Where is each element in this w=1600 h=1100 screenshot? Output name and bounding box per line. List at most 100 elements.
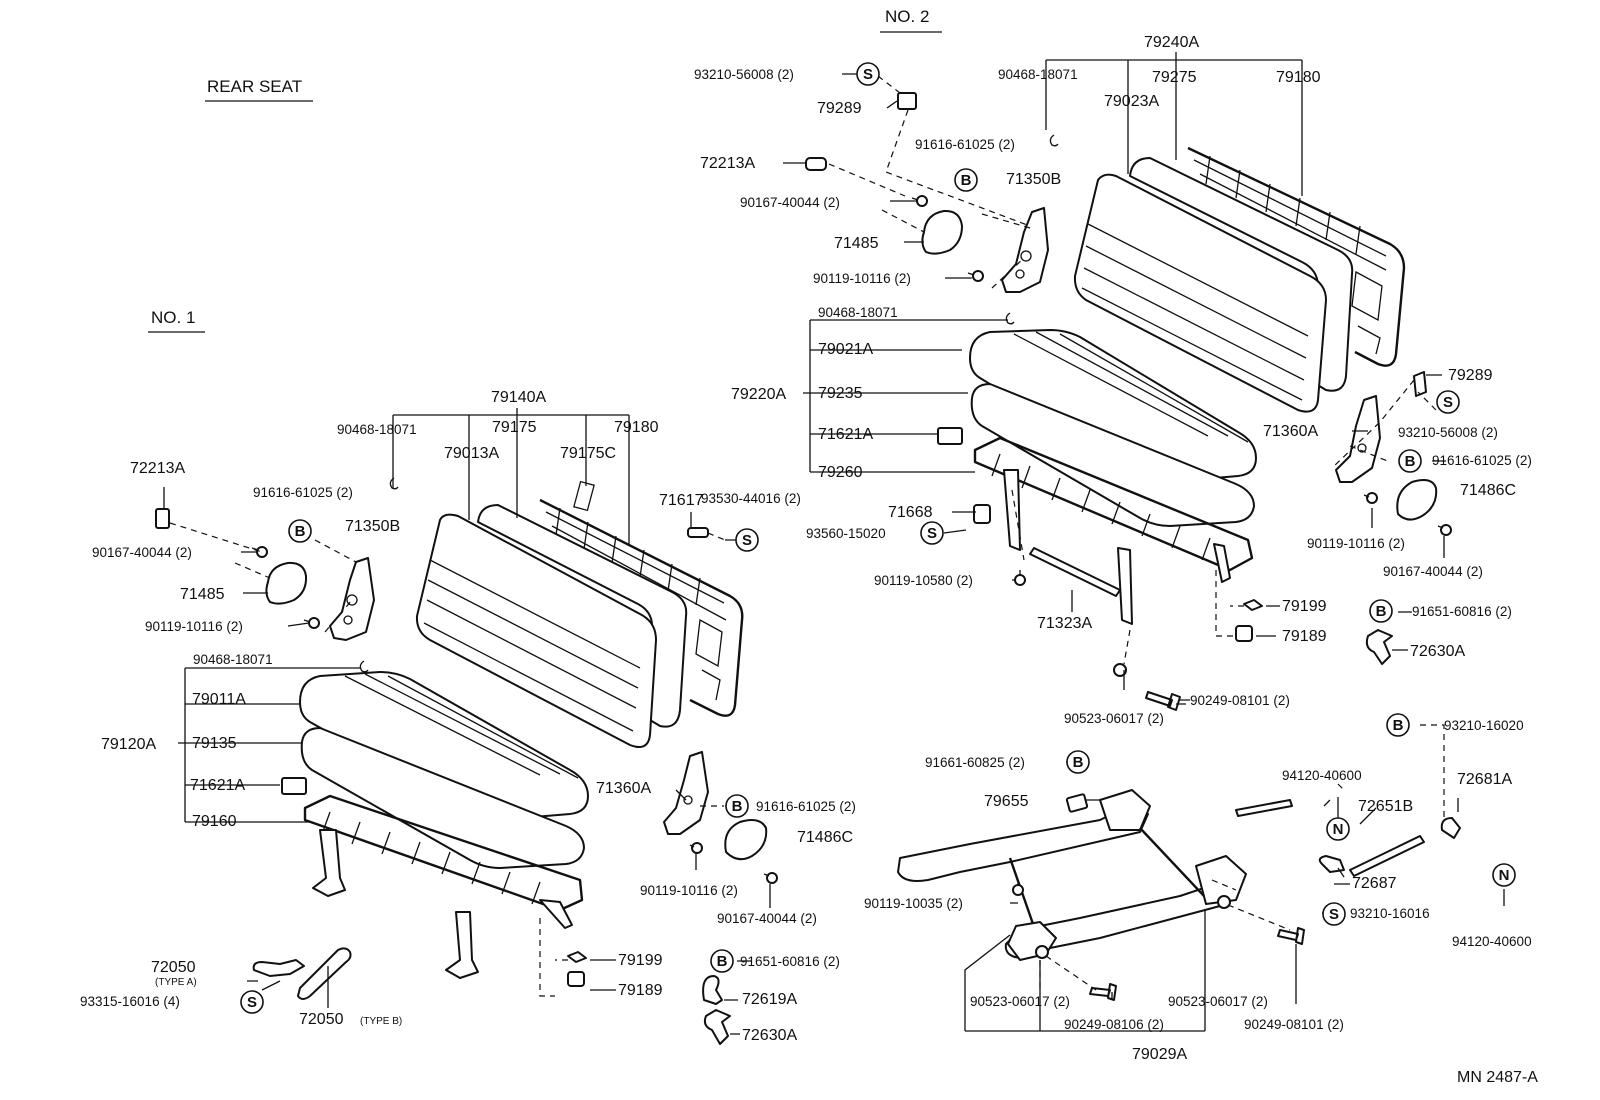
label-90119-10116: 90119-10116 (2): [1307, 536, 1405, 551]
label-79135: 79135: [192, 735, 237, 752]
label-94120-40600: 94120-40600: [1282, 768, 1362, 783]
bubble-letter: B: [1073, 754, 1084, 771]
label-71350b: 71350B: [1006, 171, 1061, 188]
label-90249-08106: 90249-08106 (2): [1064, 1017, 1164, 1032]
label-79013a: 79013A: [444, 445, 499, 462]
bubble-letter: B: [1405, 453, 1416, 470]
label-79011a: 79011A: [192, 691, 246, 708]
label-90167-40044: 90167-40044 (2): [717, 911, 817, 926]
no2-bracket-79289-right: [1413, 371, 1427, 397]
label-79220a: 79220A: [731, 386, 786, 403]
no2-bumper-79189: [1235, 625, 1253, 642]
label-72050: 72050: [151, 959, 196, 976]
no2-hinge-hole: [1015, 269, 1025, 279]
label-90119-10116: 90119-10116 (2): [640, 883, 738, 898]
clip-icon: [359, 660, 369, 673]
no1-hinge-cover-71486c: [724, 819, 768, 861]
bubble-n: N: [1326, 817, 1350, 841]
label-79175: 79175: [492, 419, 537, 436]
label-91616-61025: 91616-61025 (2): [1432, 453, 1532, 468]
label-90523-06017: 90523-06017 (2): [970, 994, 1070, 1009]
label-90468-18071: 90468-18071: [193, 652, 273, 667]
bubble-b: B: [954, 168, 978, 192]
bubble-s: S: [1436, 390, 1460, 414]
no1-hinge-hole: [346, 594, 358, 606]
bubble-b: B: [288, 519, 312, 543]
label-90249-08101: 90249-08101 (2): [1190, 693, 1290, 708]
no1-hook-72630a: [703, 1009, 731, 1045]
bubble-letter: B: [717, 953, 728, 970]
no1-hinge-hole: [683, 795, 693, 805]
label-72651b: 72651B: [1358, 798, 1413, 815]
label-79260: 79260: [818, 464, 863, 481]
bubble-letter: S: [742, 532, 752, 549]
no2-hinge-cover-71486c: [1396, 479, 1438, 521]
no2-rod-71323a: [1029, 547, 1121, 597]
no2-hinge-cover-71485: [921, 209, 963, 255]
no1-pad-71621a: [281, 777, 307, 795]
label-90119-10116: 90119-10116 (2): [813, 271, 911, 286]
bubble-b: B: [725, 794, 749, 818]
label-90523-06017: 90523-06017 (2): [1064, 711, 1164, 726]
label-72630a: 72630A: [1410, 643, 1465, 660]
label-91616-61025: 91616-61025 (2): [756, 799, 856, 814]
label-79160: 79160: [192, 813, 237, 830]
label-93210-56008: 93210-56008 (2): [694, 67, 794, 82]
label-71360a: 71360A: [596, 780, 651, 797]
no1-back-cushion: [415, 513, 657, 748]
no1-back-frame: [539, 480, 744, 717]
no1-plate-type-a: [252, 959, 305, 977]
bubble-b: B: [710, 949, 734, 973]
no1-seat-pad: [300, 727, 585, 869]
no2-seat-pad: [970, 383, 1255, 527]
label-93560-15020: 93560-15020: [806, 526, 886, 541]
headings: REAR SEAT NO. 1 NO. 2 MN 2487-A: [148, 7, 1538, 1086]
bubble-b: B: [1369, 599, 1393, 623]
no1-seat-drawing: [155, 480, 778, 1045]
no2-bolt: [1437, 524, 1452, 536]
label-79175c: 79175C: [560, 445, 616, 462]
no1-pin-71617: [687, 527, 709, 538]
labels: 79140A 90468-18071 79013A 79175 79175C 7…: [80, 34, 1532, 1063]
bubble-s: S: [1322, 902, 1346, 926]
no2-hinge-71360a: [1335, 395, 1381, 483]
label-71350b: 71350B: [345, 518, 400, 535]
bubble-letter: B: [1393, 717, 1404, 734]
no2-bolt-90249: [1145, 691, 1181, 711]
no1-hinge-71350b: [329, 557, 375, 641]
label-79199: 79199: [1282, 598, 1327, 615]
bubble-letter: S: [1329, 906, 1339, 923]
label-79289: 79289: [817, 100, 862, 117]
label-72213a: 72213A: [130, 460, 185, 477]
label-79655: 79655: [984, 793, 1029, 810]
label-93210-56008: 93210-56008 (2): [1398, 425, 1498, 440]
bubble-letter: N: [1333, 821, 1344, 838]
label-71486c: 71486C: [1460, 482, 1516, 499]
no1-hinge-hole: [343, 615, 353, 625]
no2-washer-90523: [1113, 663, 1127, 677]
label-90249-08101: 90249-08101 (2): [1244, 1017, 1344, 1032]
bubble-s: S: [735, 528, 759, 552]
label-72619a: 72619A: [742, 991, 797, 1008]
bubble-letter: S: [927, 525, 937, 542]
label-79189: 79189: [618, 982, 663, 999]
label-79180: 79180: [1276, 69, 1321, 86]
no1-hinge-cover-71485: [265, 561, 308, 605]
no2-bolt: [911, 195, 928, 207]
bubble-letter: B: [295, 523, 306, 540]
label-71617: 71617: [659, 492, 704, 509]
no1-cushion-frame: [303, 794, 584, 979]
bubble-letter: B: [1376, 603, 1387, 620]
label-91651-60816: 91651-60816 (2): [1412, 604, 1512, 619]
label-90167-40044: 90167-40044 (2): [740, 195, 840, 210]
heading-no2: NO. 2: [885, 7, 929, 26]
label-90119-10580: 90119-10580 (2): [874, 573, 973, 588]
bubble-b: B: [1386, 713, 1410, 737]
bubble-s: S: [920, 521, 944, 545]
no1-hinge-71360a: [663, 751, 709, 835]
label-90468-18071: 90468-18071: [818, 305, 898, 320]
reference-code: MN 2487-A: [1457, 1069, 1538, 1086]
no2-bolt: [1014, 570, 1026, 586]
no2-seat-drawing: [805, 92, 1452, 711]
